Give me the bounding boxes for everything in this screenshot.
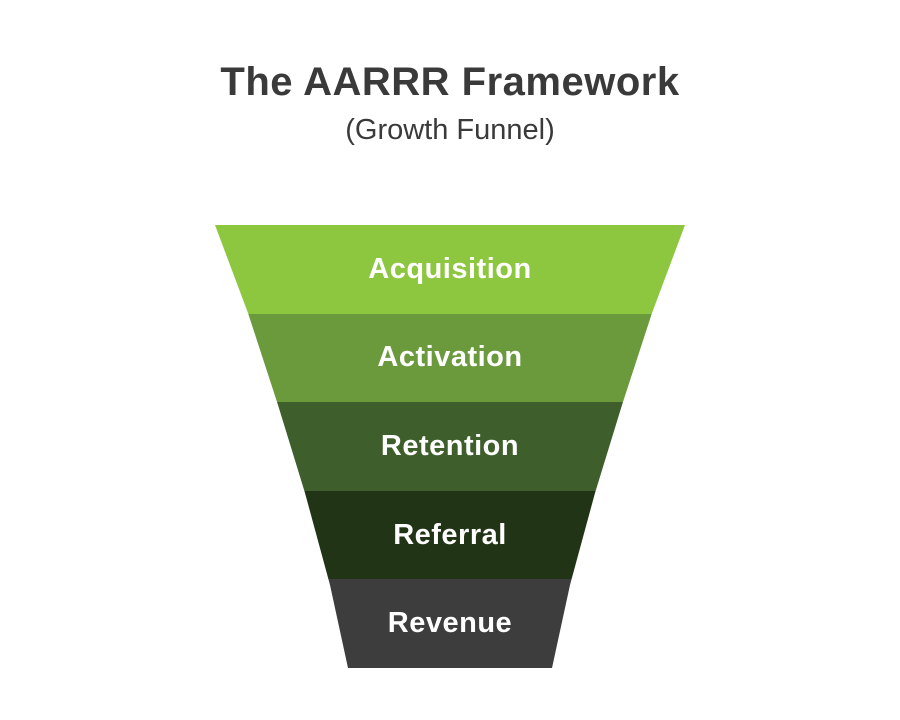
funnel-stage-acquisition: Acquisition [215,225,685,314]
funnel-stage-revenue: Revenue [215,579,685,668]
funnel-stage-retention: Retention [215,402,685,491]
page-subtitle: (Growth Funnel) [345,114,555,146]
funnel-stage-label: Revenue [387,607,513,640]
growth-funnel: Acquisition Activation Retention Referra… [215,225,685,668]
funnel-stage-activation: Activation [215,313,685,403]
funnel-stage-label: Retention [380,429,520,462]
funnel-stage-label: Acquisition [368,252,532,285]
funnel-stage-referral: Referral [215,490,685,580]
funnel-stage-label: Activation [377,341,523,374]
funnel-stage-label: Referral [393,518,507,551]
page-title: The AARRR Framework [220,60,680,104]
